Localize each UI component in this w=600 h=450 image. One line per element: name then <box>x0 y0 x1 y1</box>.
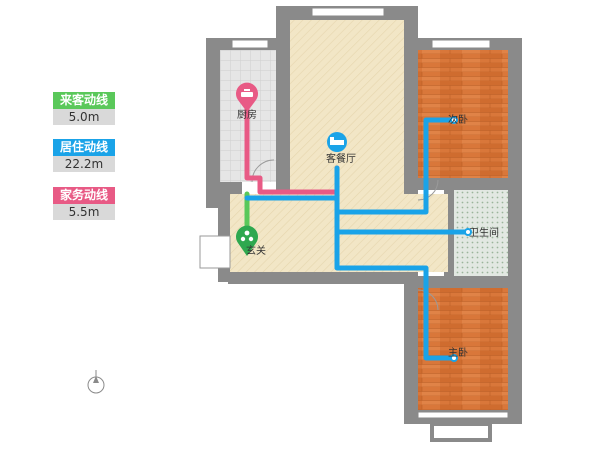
legend-guest-label: 来客动线 <box>53 92 115 109</box>
legend-chore-value: 5.5m <box>53 204 115 220</box>
entrance-door <box>199 235 231 269</box>
room-label-master-bedroom: 主卧 <box>448 346 468 359</box>
legend-living-label: 居住动线 <box>53 139 115 156</box>
people-icon <box>236 225 258 256</box>
room-label-second-bedroom: 次卧 <box>448 113 468 126</box>
legend-living-value: 22.2m <box>53 156 115 172</box>
master-bedroom-floor <box>418 288 508 410</box>
path-markers <box>450 116 472 362</box>
bed-icon <box>327 132 347 152</box>
room-label-living: 客餐厅 <box>326 152 356 165</box>
cooking-pot-icon <box>236 82 258 112</box>
second-bedroom-floor <box>418 50 508 178</box>
legend-guest-value: 5.0m <box>53 109 115 125</box>
compass-icon <box>87 370 105 394</box>
room-label-bathroom: 卫生间 <box>469 226 499 239</box>
room-label-kitchen: 厨房 <box>237 108 257 121</box>
legend-chore-label: 家务动线 <box>53 187 115 204</box>
living-path <box>244 117 471 361</box>
balcony-window <box>434 426 488 438</box>
room-label-entrance: 玄关 <box>246 244 266 257</box>
